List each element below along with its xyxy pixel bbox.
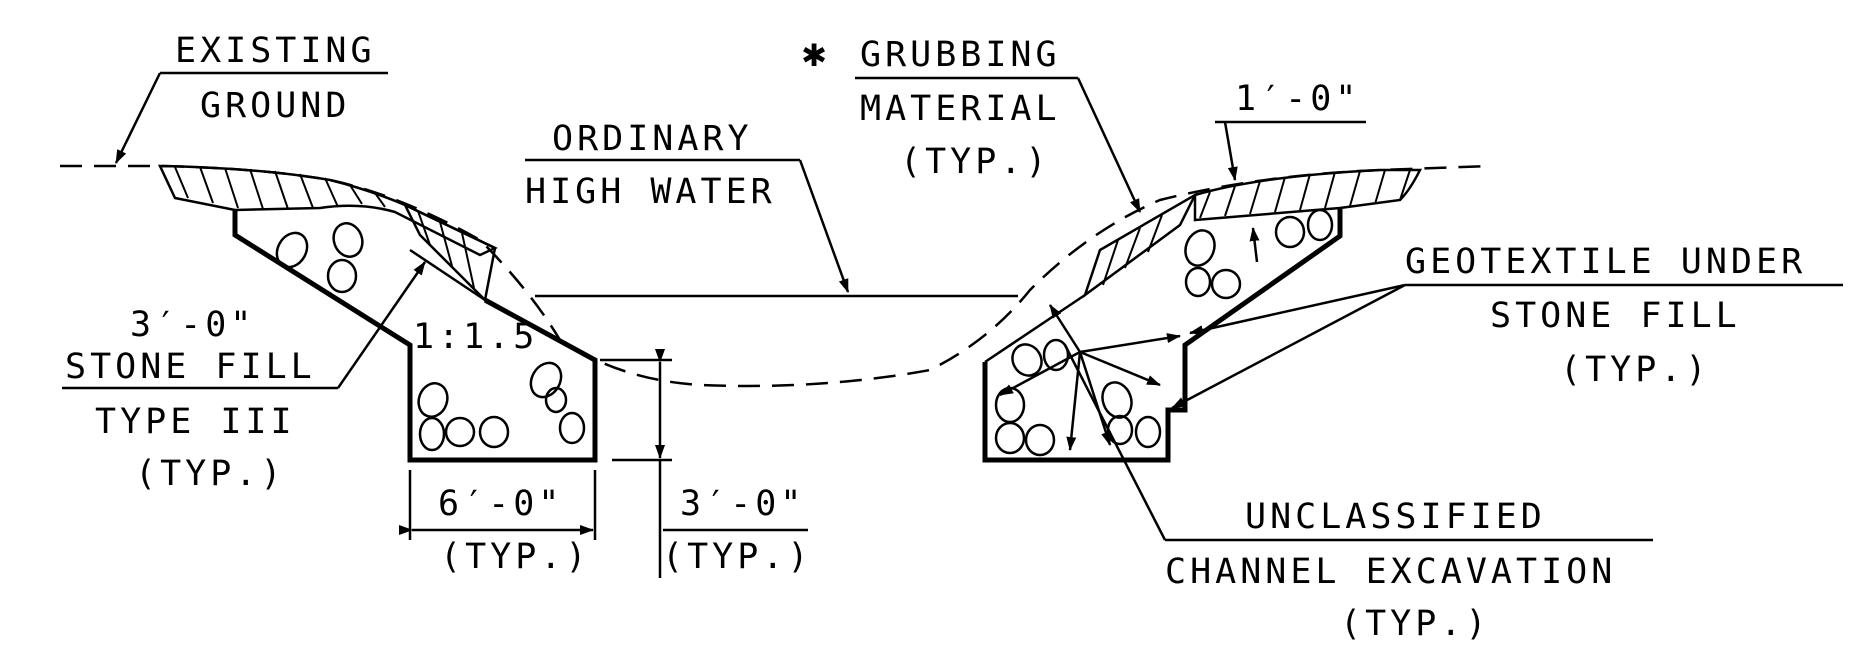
depth-dimension: [600, 349, 808, 578]
label-geotextile-2: STONE FILL: [1490, 296, 1741, 336]
label-ordinary-2: HIGH WATER: [525, 172, 776, 212]
label-depth-typ: (TYP.): [662, 537, 812, 577]
label-stone-fill-1: STONE FILL: [65, 347, 316, 387]
label-stone-fill-2: TYPE III: [95, 402, 296, 442]
ordinary-high-water-leader: [525, 158, 850, 293]
label-unclassified-2: CHANNEL EXCAVATION: [1165, 552, 1616, 592]
label-depth-dim: 3′-0": [680, 484, 805, 524]
label-ordinary-1: ORDINARY: [552, 119, 753, 159]
label-geotextile-1: GEOTEXTILE UNDER: [1405, 242, 1806, 282]
label-unclassified-3: (TYP.): [1340, 604, 1490, 644]
right-grubbing-material: [1082, 168, 1423, 299]
label-existing-ground-2: GROUND: [200, 86, 350, 126]
label-grubbing-2: MATERIAL: [860, 89, 1061, 129]
grubbing-leader: [855, 76, 1142, 213]
label-stone-fill-dim: 3′-0": [130, 305, 255, 345]
label-width-typ: (TYP.): [440, 537, 590, 577]
width-dimension: [399, 470, 597, 540]
label-grubbing-3: (TYP.): [900, 142, 1050, 182]
geotextile-leader: [1171, 283, 1843, 410]
label-existing-ground-1: EXISTING: [175, 31, 376, 71]
label-unclassified-1: UNCLASSIFIED: [1245, 497, 1546, 537]
unclassified-leader: [999, 304, 1653, 542]
label-stone-fill-3: (TYP.): [135, 454, 285, 494]
label-grubbing-1: GRUBBING: [860, 35, 1061, 75]
asterisk-icon: ✱: [802, 30, 830, 76]
label-one-foot: 1′-0": [1235, 79, 1360, 119]
right-stone-fill: [982, 208, 1343, 463]
label-slope: 1:1.5: [413, 317, 538, 357]
label-width-dim: 6′-0": [438, 484, 563, 524]
stone-fill-leader: [62, 261, 427, 390]
left-stone-fill: [232, 210, 598, 463]
label-geotextile-3: (TYP.): [1560, 350, 1710, 390]
existing-ground-leader: [114, 71, 388, 164]
one-foot-leader: [1215, 120, 1366, 263]
